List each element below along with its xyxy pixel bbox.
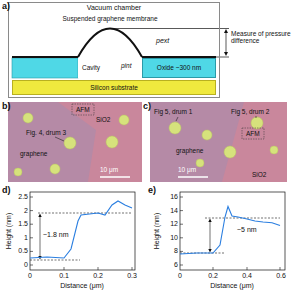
text-label: AFM (76, 106, 90, 113)
optical-image (150, 102, 287, 182)
drums (169, 117, 278, 167)
node-text: Silicon substrate (90, 84, 138, 91)
axis-label: 0.3 (127, 272, 137, 280)
layer-box: Cavity (78, 58, 142, 78)
oxide-layer (12, 58, 78, 78)
axis-label: 1.5 (18, 220, 28, 228)
plot-frame (180, 192, 285, 270)
node-text: Cavity (82, 64, 100, 71)
axis-label: 0.2 (93, 272, 103, 280)
axis-label: Distance (μm) (210, 282, 254, 290)
graphene-dome (78, 29, 142, 58)
panel-letter: a) (2, 1, 10, 11)
height-profile (30, 201, 132, 258)
drums (14, 113, 129, 176)
leader-line (255, 117, 257, 118)
axis-ticks (180, 197, 280, 270)
axis-label: 0.2 (208, 272, 218, 280)
node-text: Vacuum chamber (87, 4, 141, 12)
axis-label: 14 (170, 207, 178, 215)
text-label: ~5 nm (237, 226, 257, 234)
axis-label: Distance (μm) (60, 282, 104, 290)
leader-line (55, 137, 64, 141)
text-label: Suspended graphene membrane (62, 15, 157, 22)
axis-label: 0.5 (18, 247, 28, 255)
pressure-symbol: pint (121, 62, 131, 69)
text-label: graphene (20, 150, 47, 157)
axis-label: 2 (24, 207, 28, 215)
graphene-layer (12, 56, 78, 58)
layer-box: Oxide ~300 nm (142, 58, 216, 78)
plot-frame (30, 192, 135, 270)
arrow-heads (38, 214, 41, 260)
level-line (216, 57, 229, 58)
leader-line (176, 117, 178, 121)
axis-label: 0 (24, 261, 28, 269)
afm-box (72, 104, 94, 115)
text-label: SiO2 (252, 171, 266, 178)
axis-ticks (30, 197, 132, 270)
axis-label: 2.5 (18, 193, 28, 201)
level-line (112, 28, 229, 29)
panel-letter: e) (148, 185, 156, 195)
axis-title: Height (nm) (153, 213, 161, 250)
scale-label: 10 μm (100, 166, 118, 173)
axis-title: Height (nm) (5, 213, 13, 250)
axis-label: 10 (170, 234, 178, 242)
axis-label: 8 (174, 247, 178, 255)
graphene-region (150, 102, 244, 182)
scale-bar (178, 176, 208, 178)
text-label: ~1.8 nm (43, 231, 69, 239)
node-text: Oxide ~300 nm (157, 64, 201, 71)
dimension-arrow (40, 216, 41, 257)
text-label: Fig 5, drum 2 (231, 108, 269, 115)
graphene-region (8, 102, 96, 182)
text-label: Fig. 4, drum 3 (26, 129, 66, 136)
text-label: SiO2 (96, 116, 110, 123)
axis-label: 12 (170, 220, 178, 228)
text-label: Fig 5, drum 1 (154, 108, 192, 115)
axis-label: 0.1 (59, 272, 69, 280)
axis-label: 1 (24, 234, 28, 242)
text-label: AFM (246, 130, 260, 137)
arrow-heads (208, 219, 211, 253)
afm-box (242, 128, 264, 139)
height-profile (180, 207, 280, 255)
optical-image (8, 102, 142, 182)
dimension-arrow (226, 31, 227, 54)
text-label: Measure of pressure difference (231, 30, 291, 45)
axis-label: 0 (178, 272, 182, 280)
scale-label: 10 μm (178, 166, 196, 173)
panel-letter: b) (2, 101, 11, 111)
pressure-symbol: pext (156, 37, 169, 45)
text-label: graphene (176, 147, 203, 154)
panel-letter: c) (143, 101, 151, 111)
axis-label: 16 (170, 193, 178, 201)
axis-label: 0 (28, 272, 32, 280)
guide-line (30, 260, 80, 261)
axis-label: 6 (174, 261, 178, 269)
panel-letter: d) (2, 185, 11, 195)
layer-box: Silicon substrate (12, 80, 216, 95)
arrow-heads (224, 29, 228, 56)
dimension-arrow (210, 221, 211, 250)
axis-label: 0.4 (242, 272, 252, 280)
scale-bar (100, 176, 130, 178)
guide-line (38, 213, 132, 214)
axis-label: 0.6 (276, 272, 286, 280)
